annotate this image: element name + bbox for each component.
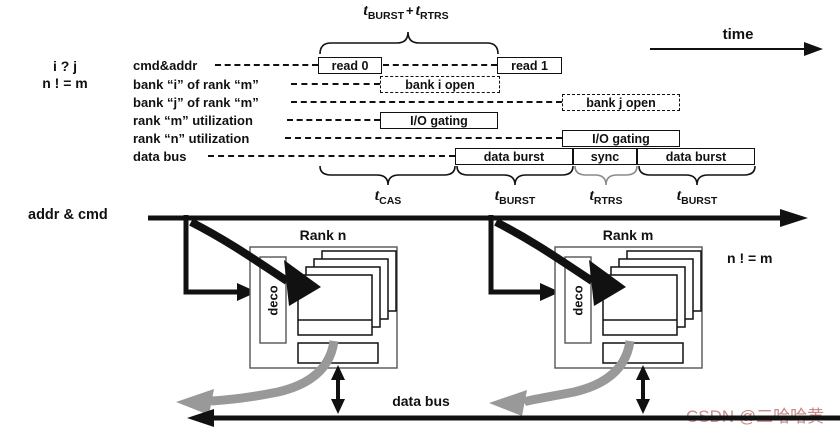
tburst-label-1: tBURST [495, 187, 536, 207]
timing-box-data-burst-2: data burst [637, 148, 755, 165]
row-label-rank-n-util: rank “n” utilization [133, 131, 250, 146]
timing-box-bank-i-open: bank i open [380, 76, 500, 93]
trtrs-label: tRTRS [589, 187, 622, 207]
tburst-label-2: tBURST [677, 187, 718, 207]
rank-n-bus-link-up-arrowhead-icon [331, 365, 345, 380]
sub-rtrs: RTRS [420, 10, 449, 22]
sub-cas: CAS [379, 195, 402, 207]
t-glyph: t [363, 2, 368, 19]
timing-box-read0: read 0 [318, 57, 382, 74]
sub-burst: BURST [499, 195, 536, 207]
rank-m-curved-arrowhead-icon [589, 260, 626, 306]
rank-m-bus-link-up-arrowhead-icon [636, 365, 650, 380]
brace-tburst-1 [456, 165, 574, 186]
rank-m-addr-arrowhead-icon [540, 283, 560, 301]
timing-box-bank-j-open: bank j open [562, 94, 680, 111]
timing-box-io-gating-2: I/O gating [562, 130, 680, 147]
brace-trtrs [574, 165, 638, 186]
rank-m-label: Rank m [602, 227, 654, 243]
tcas-label: tCAS [375, 187, 402, 207]
dashed-line [215, 64, 318, 66]
rank-n-label: Rank n [299, 227, 347, 243]
rank-n-addr-arrowhead-icon [237, 283, 257, 301]
left-note: i ? j n ! = m [17, 58, 113, 92]
sub-burst: BURST [681, 195, 718, 207]
t-glyph: t [589, 187, 594, 204]
row-label-bank-i: bank “i” of rank “m” [133, 77, 259, 92]
addr-cmd-bus-label: addr & cmd [28, 207, 108, 223]
dashed-line [287, 119, 380, 121]
dashed-line [383, 64, 497, 66]
sub-burst: BURST [367, 10, 404, 22]
timing-box-sync: sync [573, 148, 637, 165]
time-label: time [722, 26, 754, 43]
rank-m-addr-drop-line [488, 215, 541, 295]
left-note-line2: n ! = m [42, 75, 88, 91]
rank-n-data-path-gray [210, 340, 339, 406]
row-label-bank-j: bank “j” of rank “m” [133, 95, 259, 110]
top-brace-label: tBURST+tRTRS [363, 2, 448, 22]
row-label-cmd-addr: cmd&addr [133, 58, 198, 73]
sub-rtrs: RTRS [593, 195, 623, 207]
rank-n-bus-link-down-arrowhead-icon [331, 399, 345, 414]
t-glyph: t [374, 187, 380, 204]
dashed-line [285, 137, 562, 139]
plus-sign: + [405, 3, 414, 18]
rank-m-decoder-box [564, 256, 592, 344]
dashed-line [291, 83, 380, 85]
time-axis-arrowhead-icon [804, 42, 823, 56]
rank-n-curved-arrowhead-icon [284, 260, 321, 306]
t-glyph: t [415, 2, 421, 19]
rank-m-data-arrowhead-icon [489, 390, 527, 416]
rank-n-decoder-label: deco [265, 285, 281, 316]
brace-tcas [319, 165, 456, 186]
data-bus-label: data bus [392, 393, 450, 409]
rank-n-curved-arrow [189, 218, 290, 285]
data-bus-arrowhead-icon [187, 409, 214, 427]
dashed-line [208, 155, 455, 157]
brace-top-tburst-trtrs [319, 31, 499, 55]
t-glyph: t [494, 187, 500, 204]
row-label-rank-m-util: rank “m” utilization [133, 113, 253, 128]
rank-m-io-box [602, 342, 684, 364]
rank-m-decoder-label: deco [570, 285, 586, 316]
rank-n-addr-drop-line [183, 215, 238, 295]
dashed-line [291, 101, 562, 103]
rank-m-curved-arrow [494, 218, 595, 285]
rank-m-data-path-gray [521, 340, 635, 407]
addr-cmd-bus-arrowhead-icon [780, 209, 808, 227]
rank-m-bus-link-down-arrowhead-icon [636, 399, 650, 414]
timing-box-io-gating-1: I/O gating [380, 112, 498, 129]
rank-n-data-arrowhead-icon [176, 389, 214, 415]
timing-box-read1: read 1 [497, 57, 562, 74]
left-note-line1: i ? j [52, 58, 78, 74]
timing-box-data-burst-1: data burst [455, 148, 573, 165]
note-right: n ! = m [727, 250, 773, 266]
rank-n-io-box [297, 342, 379, 364]
row-label-data-bus: data bus [133, 149, 187, 164]
brace-tburst-2 [638, 165, 756, 186]
t-glyph: t [676, 187, 682, 204]
